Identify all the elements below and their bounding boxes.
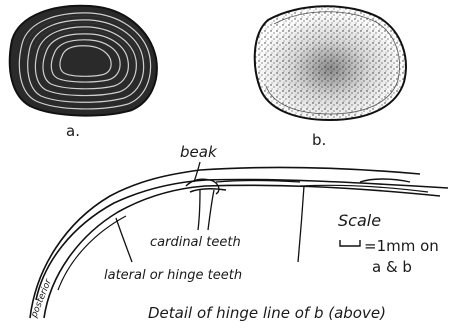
caption: Detail of hinge line of b (above) bbox=[148, 304, 386, 322]
label-b: b. bbox=[312, 131, 326, 149]
cardinal-teeth-label: cardinal teeth bbox=[150, 235, 241, 250]
scale-value-line2: a & b bbox=[372, 258, 412, 276]
scale-group: Scale =1mm on a & b bbox=[338, 211, 439, 276]
cardinal-leader-2 bbox=[208, 190, 214, 230]
lateral-leader bbox=[116, 218, 132, 262]
lateral-teeth-label: lateral or hinge teeth bbox=[104, 268, 242, 283]
cardinal-leader-1 bbox=[198, 190, 200, 230]
scale-bar bbox=[340, 240, 360, 246]
hinge-leader bbox=[298, 186, 304, 262]
scale-value-line1: =1mm on bbox=[364, 237, 439, 255]
label-a: a. bbox=[66, 122, 80, 140]
shell-b-interior bbox=[255, 6, 406, 120]
shell-a-exterior bbox=[10, 6, 157, 116]
beak-label: beak bbox=[180, 143, 218, 161]
scale-title: Scale bbox=[338, 211, 381, 230]
